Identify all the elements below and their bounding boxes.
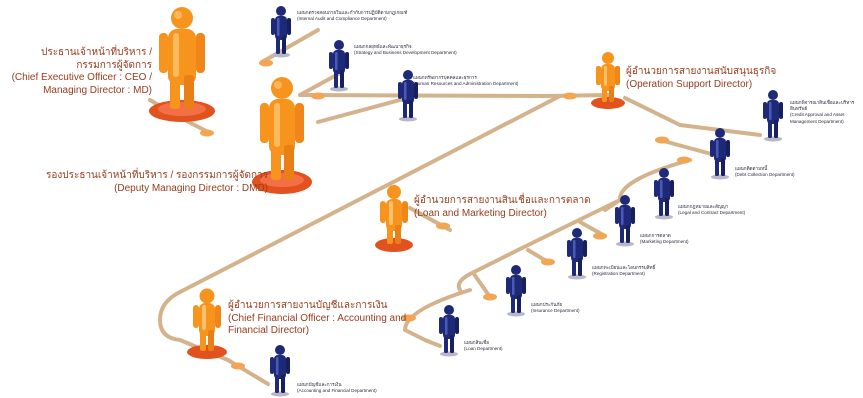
insurance-dept-label: แผนกประกันภัย (Insurance Department) [531, 302, 580, 314]
insurance-dept-label-en: (Insurance Department) [531, 308, 580, 314]
ops-director-label-th: ผู้อำนวยการสายงานสนับสนุนธุรกิจ [626, 66, 777, 77]
registration-dept-label-th: แผนกทะเบียนและโอนกรรมสิทธิ์ [592, 265, 656, 270]
marketing-dept-label-th: แผนกการตลาด [640, 233, 671, 238]
legal-dept-figure-icon [654, 168, 674, 220]
cfo-label: ผู้อำนวยการสายงานบัญชีและการเงิน (Chief … [228, 300, 408, 338]
accounting-dept-label-en: (Accounting and Financial Department) [297, 388, 377, 394]
insurance-dept-label-th: แผนกประกันภัย [531, 302, 563, 307]
credit-dept-label-th: แผนกพิจารณาสินเชื่อและบริหารสินทรัพย์ [790, 100, 855, 112]
credit-dept-label-en: (Credit Approval and Asset Management De… [790, 112, 845, 124]
loan-dept-label-en: (Loan Department) [464, 346, 503, 352]
legal-dept-label-en: (Legal and Contract Department) [678, 210, 746, 216]
loan-dept-figure-icon [439, 305, 459, 357]
loan-director-label-th: ผู้อำนวยการสายงานสินเชื่อและการตลาด [414, 195, 591, 206]
hr-dept-label-th: แผนกทรัพยากรบุคคลและธุรการ [413, 75, 477, 80]
loan-dept-label: แผนกสินเชื่อ (Loan Department) [464, 340, 503, 352]
audit-dept-figure-icon [271, 6, 291, 58]
ops-director-label-en: (Operation Support Director) [626, 78, 753, 90]
hr-dept-label-en: (Human Resources and Administration Depa… [413, 81, 519, 87]
legal-dept-label-th: แผนกกฎหมายและสัญญา [678, 204, 729, 209]
dmd-figure-icon [252, 77, 312, 194]
dmd-label-th: รองประธานเจ้าหน้าที่บริหาร / รองกรรมการผ… [45, 170, 268, 181]
ceo-label-th: ประธานเจ้าหน้าที่บริหาร / กรรมการผู้จัดก… [40, 47, 152, 71]
dmd-label-en: (Deputy Managing Director : DMD) [114, 182, 268, 194]
ops-director-label: ผู้อำนวยการสายงานสนับสนุนธุรกิจ (Operati… [626, 66, 826, 91]
legal-dept-label: แผนกกฎหมายและสัญญา (Legal and Contract D… [678, 204, 745, 216]
strategy-dept-label-en: (Strategy and Business Development Depar… [354, 50, 457, 56]
marketing-dept-label: แผนกการตลาด (Marketing Department) [640, 233, 689, 245]
accounting-dept-figure-icon [270, 345, 290, 397]
cfo-label-en: (Chief Financial Officer : Accounting an… [228, 312, 407, 337]
strategy-dept-figure-icon [329, 40, 349, 92]
loan-director-figure-icon [375, 185, 413, 252]
ceo-label: ประธานเจ้าหน้าที่บริหาร / กรรมการผู้จัดก… [2, 47, 152, 97]
accounting-dept-label: แผนกบัญชีและการเงิน (Accounting and Fina… [297, 382, 377, 394]
dmd-label: รองประธานเจ้าหน้าที่บริหาร / รองกรรมการผ… [30, 170, 268, 195]
strategy-dept-label-th: แผนกกลยุทธ์และพัฒนาธุรกิจ [354, 44, 412, 49]
insurance-dept-figure-icon [506, 265, 526, 317]
ops-director-figure-icon [591, 52, 625, 109]
ceo-label-en: (Chief Executive Officer : CEO / Managin… [11, 72, 152, 96]
audit-dept-label-th: แผนกตรวจสอบภายในและกำกับการปฏิบัติตามกฎเ… [297, 10, 408, 15]
credit-dept-label: แผนกพิจารณาสินเชื่อและบริหารสินทรัพย์ (C… [790, 100, 860, 125]
credit-dept-figure-icon [763, 90, 783, 142]
debt-dept-figure-icon [710, 128, 730, 180]
strategy-dept-label: แผนกกลยุทธ์และพัฒนาธุรกิจ (Strategy and … [354, 44, 457, 56]
registration-dept-figure-icon [567, 228, 587, 280]
audit-dept-label: แผนกตรวจสอบภายในและกำกับการปฏิบัติตามกฎเ… [297, 10, 407, 22]
cfo-figure-icon [187, 288, 227, 359]
ceo-figure-icon [149, 7, 215, 122]
debt-dept-label-en: (Debt Collection Department) [735, 172, 795, 178]
debt-dept-label-th: แผนกติดตามหนี้ [735, 166, 768, 171]
debt-dept-label: แผนกติดตามหนี้ (Debt Collection Departme… [735, 166, 795, 178]
accounting-dept-label-th: แผนกบัญชีและการเงิน [297, 382, 342, 387]
marketing-dept-figure-icon [615, 195, 635, 247]
hr-dept-label: แผนกทรัพยากรบุคคลและธุรการ (Human Resour… [413, 75, 518, 87]
registration-dept-label-en: (Registration Department) [592, 271, 645, 277]
audit-dept-label-en: (Internal Audit and Compliance Departmen… [297, 16, 387, 22]
cfo-label-th: ผู้อำนวยการสายงานบัญชีและการเงิน [228, 300, 388, 311]
loan-dept-label-th: แผนกสินเชื่อ [464, 340, 489, 345]
loan-director-label-en: (Loan and Marketing Director) [414, 207, 547, 219]
registration-dept-label: แผนกทะเบียนและโอนกรรมสิทธิ์ (Registratio… [592, 265, 655, 277]
marketing-dept-label-en: (Marketing Department) [640, 239, 689, 245]
loan-director-label: ผู้อำนวยการสายงานสินเชื่อและการตลาด (Loa… [414, 195, 614, 220]
hr-dept-figure-icon [398, 70, 418, 122]
